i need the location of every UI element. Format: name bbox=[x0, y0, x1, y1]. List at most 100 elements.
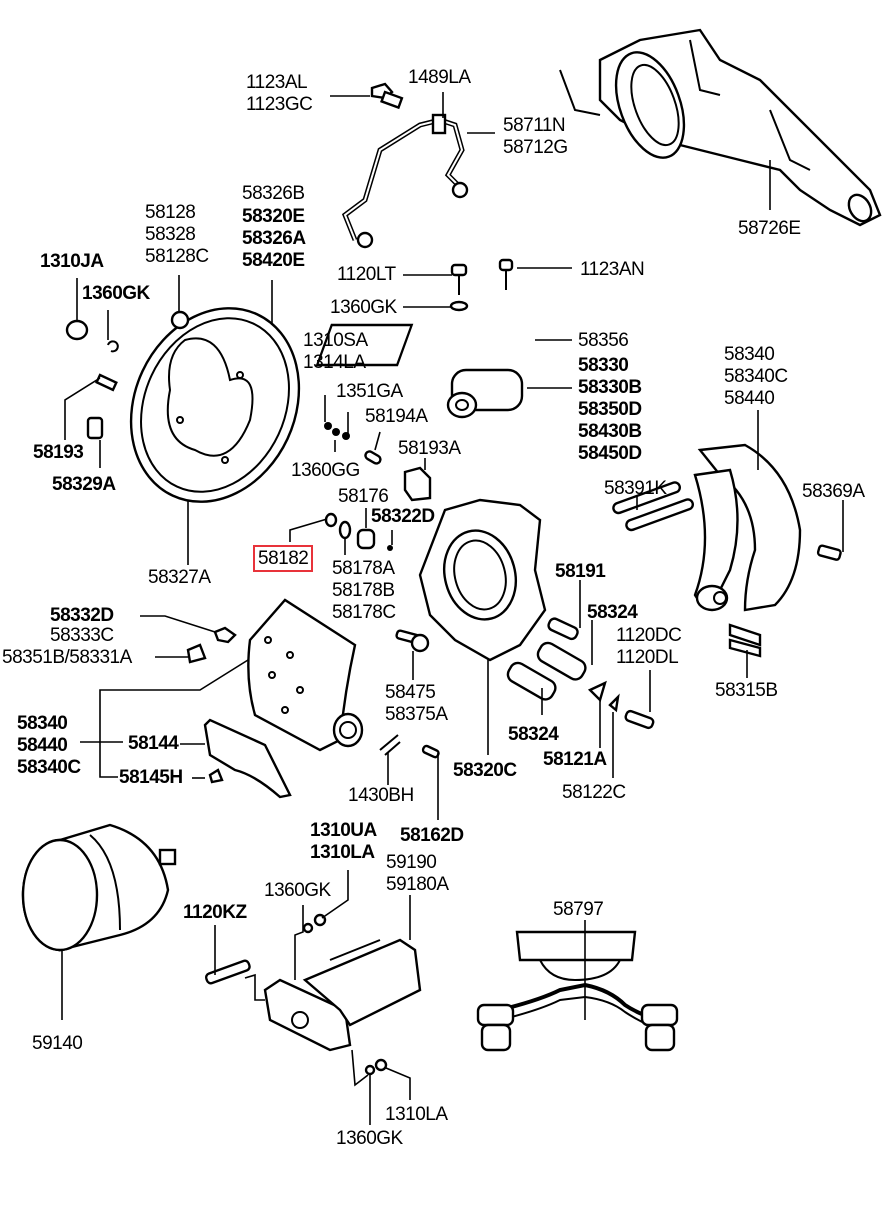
callout-1123AN[interactable]: 1123AN bbox=[580, 259, 645, 281]
part-number[interactable]: 1360GK bbox=[264, 880, 331, 901]
callout-58122C[interactable]: 58122C bbox=[562, 782, 626, 804]
part-number[interactable]: 58191 bbox=[555, 561, 606, 582]
part-number[interactable]: 58328 bbox=[145, 224, 196, 245]
part-number[interactable]: 58340C bbox=[17, 757, 81, 778]
part-number[interactable]: 58350D bbox=[578, 399, 642, 420]
part-number[interactable]: 58122C bbox=[562, 782, 626, 803]
callout-58182-highlighted[interactable]: 58182 bbox=[252, 545, 314, 572]
part-number[interactable]: 58320E bbox=[242, 206, 305, 227]
part-number[interactable]: 1310UA bbox=[310, 820, 377, 841]
callout-58315B[interactable]: 58315B bbox=[715, 680, 778, 702]
part-number[interactable]: 59190 bbox=[386, 852, 437, 873]
callout-58475-58375A[interactable]: 58475 58375A bbox=[385, 682, 448, 726]
part-number[interactable]: 59140 bbox=[32, 1033, 83, 1054]
part-number[interactable]: 58324 bbox=[508, 724, 559, 745]
part-number[interactable]: 1430BH bbox=[348, 785, 414, 806]
part-number[interactable]: 58322D bbox=[371, 506, 435, 527]
callout-58797[interactable]: 58797 bbox=[553, 899, 604, 921]
part-number[interactable]: 1314LA bbox=[303, 352, 366, 373]
callout-58329A[interactable]: 58329A bbox=[52, 474, 116, 496]
callout-59140[interactable]: 59140 bbox=[32, 1033, 83, 1055]
callout-1360GK-lower[interactable]: 1360GK bbox=[336, 1128, 403, 1150]
callout-58320E-group[interactable]: 58320E 58326A 58420E bbox=[242, 206, 306, 272]
callout-58726E[interactable]: 58726E bbox=[738, 218, 801, 240]
part-number[interactable]: 58430B bbox=[578, 421, 642, 442]
part-number[interactable]: 1310LA bbox=[310, 842, 375, 863]
callout-1123AL-1123GC[interactable]: 1123AL 1123GC bbox=[246, 72, 313, 116]
callout-58121A[interactable]: 58121A bbox=[543, 749, 607, 771]
callout-1120KZ[interactable]: 1120KZ bbox=[183, 902, 247, 924]
part-number[interactable]: 58178B bbox=[332, 580, 395, 601]
part-number[interactable]: 58340 bbox=[17, 713, 68, 734]
callout-58340-left-group[interactable]: 58340 58440 58340C bbox=[17, 713, 81, 779]
part-number[interactable]: 58329A bbox=[52, 474, 116, 495]
part-number[interactable]: 58194A bbox=[365, 406, 428, 427]
callout-1489LA[interactable]: 1489LA bbox=[408, 67, 471, 89]
part-number[interactable]: 58340C bbox=[724, 366, 788, 387]
part-number[interactable]: 58145H bbox=[119, 767, 183, 788]
part-number[interactable]: 58420E bbox=[242, 250, 305, 271]
part-number[interactable]: 58391K bbox=[604, 478, 667, 499]
part-number[interactable]: 58326A bbox=[242, 228, 306, 249]
part-number[interactable]: 58121A bbox=[543, 749, 607, 770]
part-number[interactable]: 58162D bbox=[400, 825, 464, 846]
part-number[interactable]: 1360GK bbox=[336, 1128, 403, 1149]
part-number[interactable]: 58440 bbox=[724, 388, 775, 409]
part-number[interactable]: 58176 bbox=[338, 486, 389, 507]
callout-1360GK-upper-actuator[interactable]: 1360GK bbox=[264, 880, 331, 902]
part-number[interactable]: 58315B bbox=[715, 680, 778, 701]
callout-58326B[interactable]: 58326B bbox=[242, 183, 305, 205]
callout-1360GK-left[interactable]: 1360GK bbox=[82, 283, 150, 305]
callout-1310SA-1314LA[interactable]: 1310SA 1314LA bbox=[303, 330, 368, 374]
callout-58162D[interactable]: 58162D bbox=[400, 825, 464, 847]
callout-58194A[interactable]: 58194A bbox=[365, 406, 428, 428]
callout-58191[interactable]: 58191 bbox=[555, 561, 606, 583]
part-number[interactable]: 58330 bbox=[578, 355, 629, 376]
part-number[interactable]: 1360GK bbox=[330, 297, 397, 318]
part-number[interactable]: 1310JA bbox=[40, 251, 104, 272]
callout-1310LA-lower[interactable]: 1310LA bbox=[385, 1104, 448, 1126]
part-number[interactable]: 58340 bbox=[724, 344, 775, 365]
callout-58711N-58712G[interactable]: 58711N 58712G bbox=[503, 115, 568, 159]
part-number[interactable]: 58182 bbox=[258, 548, 309, 569]
part-number[interactable]: 58797 bbox=[553, 899, 604, 920]
callout-58324-upper[interactable]: 58324 bbox=[587, 602, 638, 624]
part-number[interactable]: 1120DC bbox=[616, 625, 682, 646]
callout-59190-59180A[interactable]: 59190 59180A bbox=[386, 852, 449, 896]
part-number[interactable]: 58326B bbox=[242, 183, 305, 204]
callout-58327A[interactable]: 58327A bbox=[148, 567, 211, 589]
callout-58128-group[interactable]: 58128 58328 58128C bbox=[145, 202, 209, 268]
part-number[interactable]: 1360GG bbox=[291, 460, 360, 481]
callout-1120LT[interactable]: 1120LT bbox=[337, 264, 396, 286]
callout-58176[interactable]: 58176 bbox=[338, 486, 389, 508]
part-number[interactable]: 58128 bbox=[145, 202, 196, 223]
part-number[interactable]: 58327A bbox=[148, 567, 211, 588]
part-number[interactable]: 58330B bbox=[578, 377, 642, 398]
part-number[interactable]: 58450D bbox=[578, 443, 642, 464]
part-number[interactable]: 1120DL bbox=[616, 647, 679, 668]
callout-58333C[interactable]: 58333C bbox=[50, 625, 114, 647]
callout-58356[interactable]: 58356 bbox=[578, 330, 629, 352]
part-number[interactable]: 58193 bbox=[33, 442, 84, 463]
part-number[interactable]: 58178C bbox=[332, 602, 396, 623]
part-number[interactable]: 1123GC bbox=[246, 94, 313, 115]
part-number[interactable]: 58440 bbox=[17, 735, 68, 756]
part-number[interactable]: 1489LA bbox=[408, 67, 471, 88]
part-number[interactable]: 1310SA bbox=[303, 330, 368, 351]
callout-58369A[interactable]: 58369A bbox=[802, 481, 865, 503]
part-number[interactable]: 59180A bbox=[386, 874, 449, 895]
callout-58332D[interactable]: 58332D bbox=[50, 605, 114, 627]
part-number[interactable]: 58356 bbox=[578, 330, 629, 351]
part-number[interactable]: 58144 bbox=[128, 733, 179, 754]
part-number[interactable]: 58726E bbox=[738, 218, 801, 239]
part-number[interactable]: 58712G bbox=[503, 137, 568, 158]
callout-58322D[interactable]: 58322D bbox=[371, 506, 435, 528]
callout-58145H[interactable]: 58145H bbox=[119, 767, 183, 789]
part-number[interactable]: 1120KZ bbox=[183, 902, 247, 923]
callout-1351GA[interactable]: 1351GA bbox=[336, 381, 403, 403]
callout-1430BH[interactable]: 1430BH bbox=[348, 785, 414, 807]
part-number[interactable]: 1120LT bbox=[337, 264, 396, 285]
callout-58193[interactable]: 58193 bbox=[33, 442, 84, 464]
part-number[interactable]: 58475 bbox=[385, 682, 436, 703]
part-number[interactable]: 58320C bbox=[453, 760, 517, 781]
